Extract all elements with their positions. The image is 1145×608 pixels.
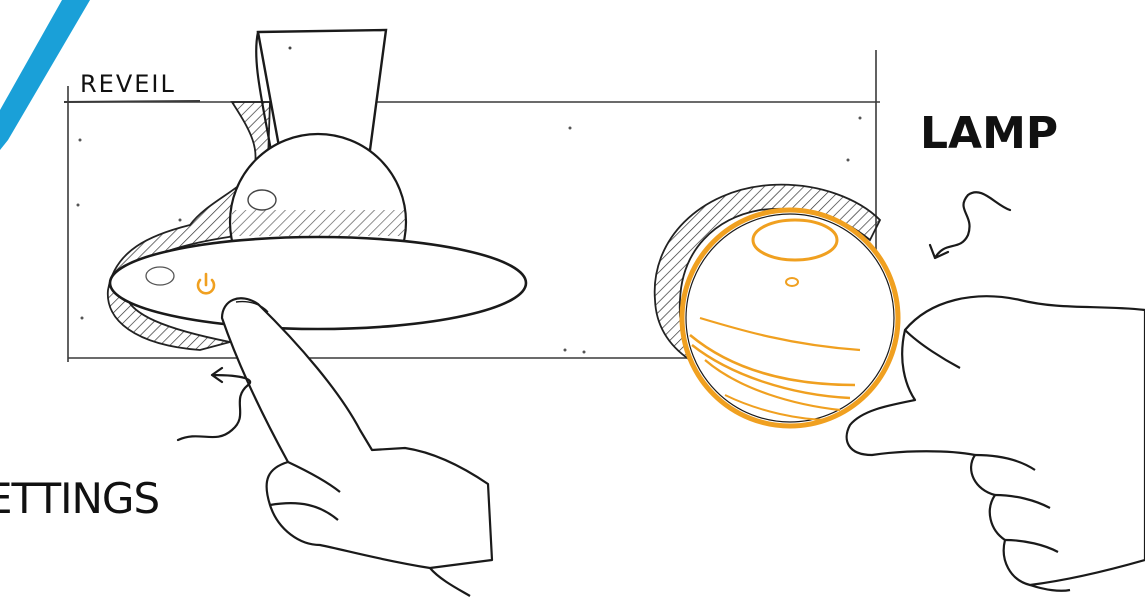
- corner-accent-stripe: [0, 0, 90, 150]
- reveil-label: REVEIL: [80, 70, 176, 98]
- hand-pressing-sketch: [222, 298, 492, 596]
- orange-sphere-lamp: [682, 210, 898, 426]
- lamp-squiggle-arrow: [930, 192, 1010, 258]
- lamp-disc-base: [110, 237, 526, 329]
- settings-label: ETTINGS: [0, 474, 159, 523]
- settings-squiggle-arrow: [178, 368, 250, 440]
- lamp-label: LAMP: [920, 108, 1058, 159]
